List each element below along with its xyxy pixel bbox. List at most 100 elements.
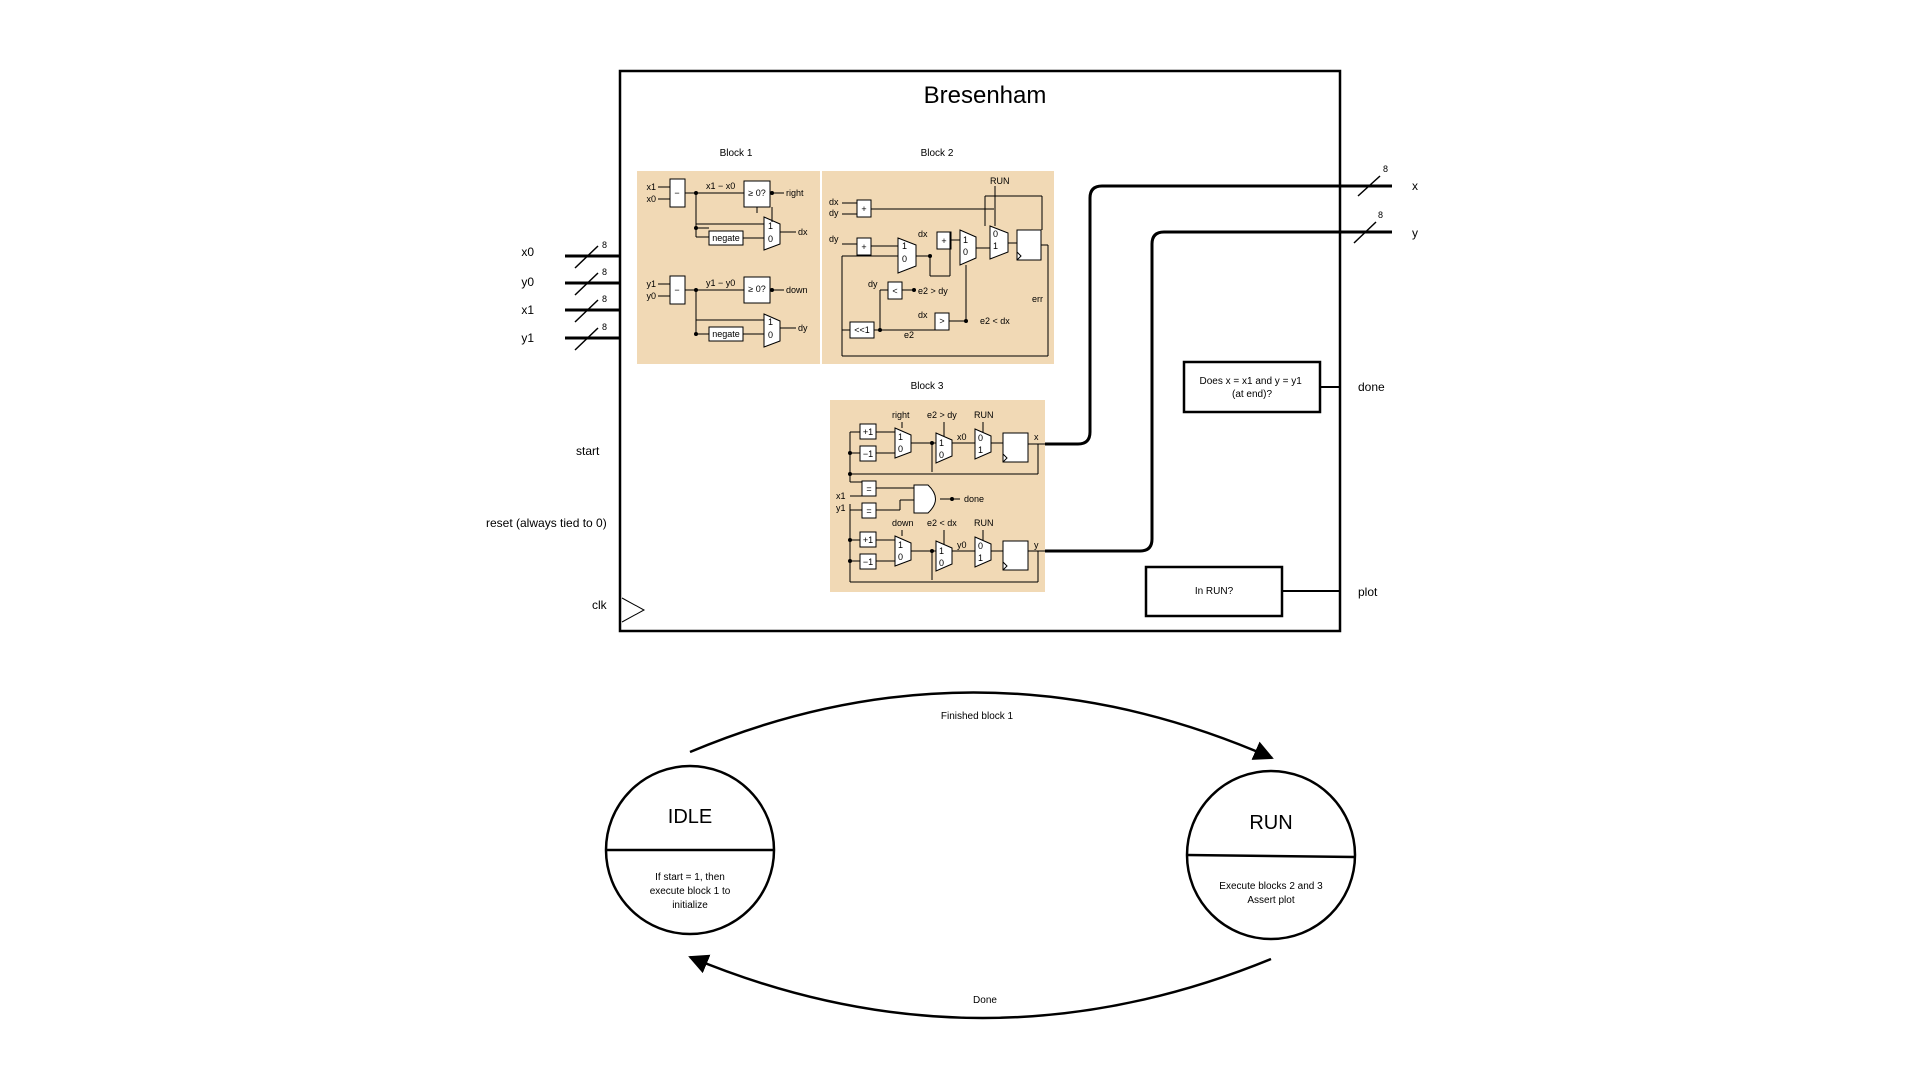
- port-y0: y0 8: [521, 267, 620, 296]
- svg-text:e2 > dy: e2 > dy: [918, 286, 948, 296]
- svg-text:=: =: [866, 484, 871, 494]
- svg-text:y0: y0: [646, 291, 656, 301]
- svg-text:down: down: [786, 285, 808, 295]
- plot-logic: In RUN? plot: [1144, 565, 1378, 618]
- svg-text:−: −: [674, 285, 679, 295]
- svg-text:right: right: [892, 410, 910, 420]
- state-run-name: RUN: [1249, 812, 1292, 834]
- plot-logic-text: In RUN?: [1195, 586, 1234, 597]
- svg-text:dy: dy: [798, 323, 808, 333]
- svg-text:≥ 0?: ≥ 0?: [748, 188, 765, 198]
- svg-text:negate: negate: [712, 329, 740, 339]
- svg-text:negate: negate: [712, 233, 740, 243]
- svg-text:1: 1: [978, 445, 983, 455]
- port-y1: y1 8: [521, 322, 620, 351]
- state-idle-action-2: execute block 1 to: [650, 886, 731, 897]
- start-label: start: [576, 444, 600, 458]
- port-y1-label: y1: [521, 331, 534, 345]
- svg-text:y1: y1: [646, 279, 656, 289]
- svg-text:done: done: [964, 494, 984, 504]
- port-x: 8 x: [1045, 164, 1418, 446]
- plot-port-label: plot: [1358, 585, 1378, 599]
- svg-text:0: 0: [978, 433, 983, 443]
- block-3: Block 3: [830, 381, 1045, 592]
- svg-text:y1 − y0: y1 − y0: [706, 278, 735, 288]
- svg-text:dy: dy: [829, 234, 839, 244]
- svg-text:+: +: [941, 236, 946, 246]
- done-logic-text: Does x = x1 and y = y1 (at end)?: [1199, 376, 1304, 400]
- transition-run-to-idle-label: Done: [973, 995, 997, 1006]
- svg-text:err: err: [1032, 294, 1043, 304]
- svg-text:RUN: RUN: [974, 518, 994, 528]
- block-3-title: Block 3: [911, 381, 944, 392]
- svg-text:0: 0: [768, 330, 773, 340]
- module-box: Bresenham: [618, 69, 1342, 633]
- svg-text:≥ 0?: ≥ 0?: [748, 284, 765, 294]
- port-x-label: x: [1412, 179, 1418, 193]
- svg-text:1: 1: [768, 317, 773, 327]
- done-logic: Does x = x1 and y = y1 (at end)? done: [1182, 360, 1385, 414]
- svg-text:x1: x1: [836, 491, 846, 501]
- svg-text:1: 1: [768, 221, 773, 231]
- svg-text:−1: −1: [863, 557, 873, 567]
- block-2-title: Block 2: [921, 148, 954, 159]
- svg-text:x0: x0: [646, 194, 656, 204]
- block-1: Block 1 x1 x0 y1 y0: [637, 148, 820, 364]
- port-x1: x1 8: [521, 294, 620, 323]
- state-idle: IDLE If start = 1, then execute block 1 …: [604, 764, 776, 936]
- svg-text:y: y: [1034, 540, 1039, 550]
- svg-text:<<1: <<1: [854, 325, 870, 335]
- state-idle-action-3: initialize: [672, 900, 708, 911]
- svg-text:0: 0: [902, 254, 907, 264]
- svg-text:1: 1: [898, 540, 903, 550]
- fsm: IDLE If start = 1, then execute block 1 …: [604, 691, 1357, 1020]
- svg-text:+: +: [861, 242, 866, 252]
- svg-text:x: x: [1034, 432, 1039, 442]
- svg-text:+1: +1: [863, 427, 873, 437]
- port-y-label: y: [1412, 226, 1418, 240]
- svg-text:0: 0: [978, 541, 983, 551]
- svg-text:dy: dy: [868, 279, 878, 289]
- svg-text:x1: x1: [646, 182, 656, 192]
- transition-run-to-idle: Done: [688, 954, 1272, 1020]
- svg-text:1: 1: [902, 241, 907, 251]
- svg-text:0: 0: [963, 247, 968, 257]
- svg-text:y1: y1: [836, 503, 846, 513]
- svg-text:1: 1: [978, 553, 983, 563]
- port-x-width: 8: [1383, 164, 1388, 174]
- svg-text:1: 1: [993, 241, 998, 251]
- state-run-action-2: Assert plot: [1247, 895, 1294, 906]
- clk-label: clk: [592, 598, 608, 612]
- done-port-label: done: [1358, 380, 1385, 394]
- svg-text:x0: x0: [957, 432, 967, 442]
- svg-text:1: 1: [898, 432, 903, 442]
- svg-text:−1: −1: [863, 449, 873, 459]
- svg-text:0: 0: [898, 552, 903, 562]
- state-idle-name: IDLE: [668, 806, 712, 828]
- svg-text:down: down: [892, 518, 914, 528]
- port-y-width: 8: [1378, 210, 1383, 220]
- svg-text:+1: +1: [863, 535, 873, 545]
- state-idle-action-1: If start = 1, then: [655, 872, 725, 883]
- svg-text:0: 0: [993, 229, 998, 239]
- svg-text:e2 < dx: e2 < dx: [927, 518, 957, 528]
- port-x1-label: x1: [521, 303, 534, 317]
- port-x0: x0 8: [521, 240, 620, 269]
- svg-text:dx: dx: [829, 197, 839, 207]
- transition-idle-to-run-label: Finished block 1: [941, 711, 1014, 722]
- svg-text:<: <: [892, 286, 897, 296]
- svg-text:=: =: [866, 506, 871, 516]
- svg-text:y0: y0: [957, 540, 967, 550]
- output-ports: 8 x 8 y Does x = x1 and y = y1 (at end)?…: [1045, 164, 1418, 618]
- block-1-title: Block 1: [720, 148, 753, 159]
- port-x0-label: x0: [521, 245, 534, 259]
- svg-text:1: 1: [963, 235, 968, 245]
- svg-text:0: 0: [898, 444, 903, 454]
- state-run-action-1: Execute blocks 2 and 3: [1219, 881, 1323, 892]
- port-y: 8 y: [1045, 210, 1418, 553]
- svg-text:dy: dy: [829, 208, 839, 218]
- svg-text:dx: dx: [918, 229, 928, 239]
- svg-text:e2 > dy: e2 > dy: [927, 410, 957, 420]
- reset-label: reset (always tied to 0): [486, 516, 607, 530]
